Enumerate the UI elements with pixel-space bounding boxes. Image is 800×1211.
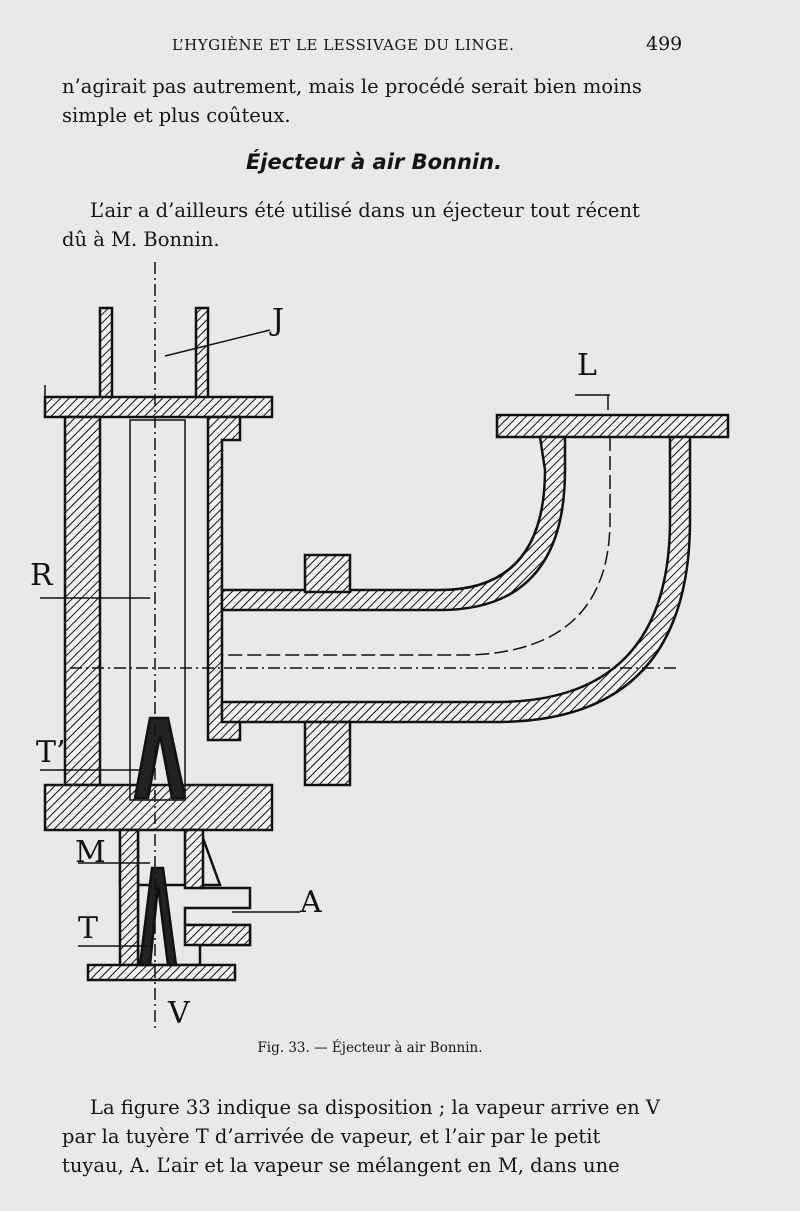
running-header: L’HYGIÈNE ET LE LESSIVAGE DU LINGE.	[172, 36, 515, 54]
label-J: J	[269, 303, 284, 338]
figure-caption: Fig. 33. — Éjecteur à air Bonnin.	[257, 1040, 483, 1056]
ejector-diagram: J L R T’ M T A V	[30, 262, 730, 1031]
paragraph-1: n’agirait pas autrement, mais le procédé…	[62, 72, 686, 130]
text-line: simple et plus coûteux.	[62, 104, 291, 127]
section-heading: Éjecteur à air Bonnin.	[245, 150, 503, 174]
text-line: La figure 33 indique sa disposition ; la…	[90, 1096, 660, 1119]
paragraph-2: L’air a d’ailleurs été utilisé dans un é…	[62, 196, 686, 254]
text-line: n’agirait pas autrement, mais le procédé…	[62, 75, 642, 98]
text-line: par la tuyère T d’arrivée de vapeur, et …	[62, 1125, 601, 1148]
label-M: M	[75, 835, 106, 870]
paragraph-3: La figure 33 indique sa disposition ; la…	[62, 1093, 686, 1180]
label-T: T	[78, 911, 98, 946]
label-A: A	[299, 885, 322, 920]
page-number: 499	[646, 33, 683, 55]
text-line: dû à M. Bonnin.	[62, 228, 220, 251]
text-line: tuyau, A. L’air et la vapeur se mélangen…	[62, 1154, 620, 1177]
label-L: L	[577, 348, 597, 383]
label-T-prime: T’	[36, 735, 66, 770]
text-line: L’air a d’ailleurs été utilisé dans un é…	[90, 199, 640, 222]
label-V: V	[167, 996, 191, 1031]
label-R: R	[30, 558, 54, 593]
